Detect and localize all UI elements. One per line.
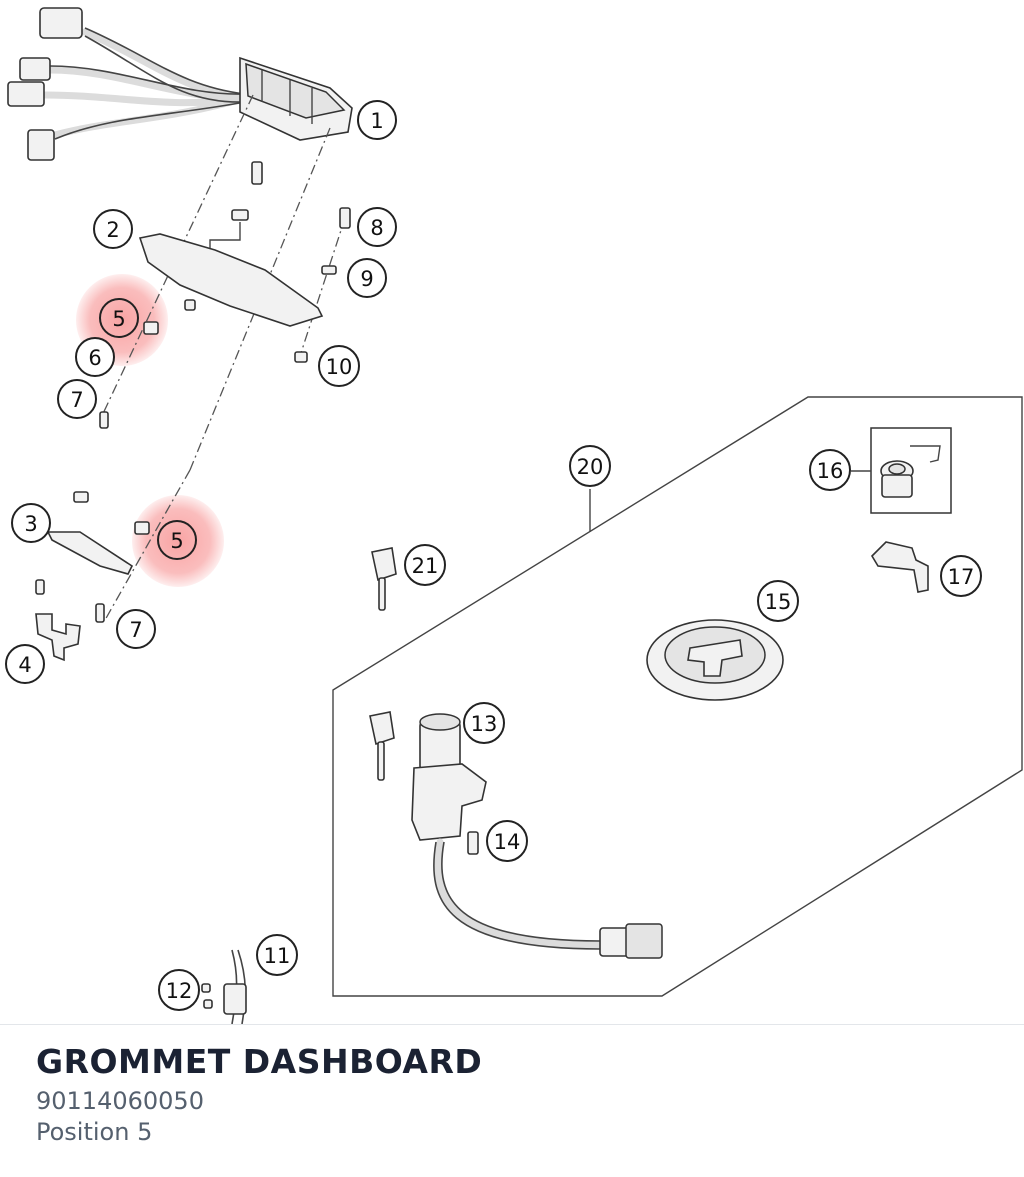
fuel-cap [646,619,784,701]
callout-20: 20 [569,445,611,487]
svg-text:7: 7 [70,388,83,412]
callout-11: 11 [256,934,298,976]
callout-16: 16 [809,449,851,491]
info-divider [0,1024,1024,1025]
callout-10: 10 [318,345,360,387]
key-21 [371,547,397,611]
svg-text:14: 14 [494,830,521,854]
callout-7-lower: 7 [116,609,156,649]
callout-5-lower: 5 [157,520,197,560]
mounting-clip [35,613,81,662]
callout-5-upper: 5 [99,298,139,338]
small-fasteners [35,161,479,855]
lock-cylinder-box [851,427,952,514]
svg-text:5: 5 [170,529,183,553]
svg-text:5: 5 [112,307,125,331]
svg-text:11: 11 [264,944,291,968]
svg-text:10: 10 [326,355,353,379]
exploded-parts-diagram: 1 2 3 4 5 5 6 7 7 8 9 10 11 12 13 14 15 … [5,7,1023,1024]
svg-text:2: 2 [106,218,119,242]
svg-text:8: 8 [370,216,383,240]
ignition-lock [369,711,663,959]
svg-text:6: 6 [88,346,101,370]
callout-4: 4 [5,644,45,684]
dashboard-unit [239,56,353,141]
callout-17: 17 [940,555,982,597]
svg-text:3: 3 [24,512,37,536]
callout-9: 9 [347,258,387,298]
callout-12: 12 [158,969,200,1011]
svg-text:4: 4 [18,653,31,677]
svg-text:9: 9 [360,267,373,291]
svg-text:1: 1 [370,109,383,133]
callout-3: 3 [11,503,51,543]
callout-21: 21 [404,544,446,586]
holder-plate [46,531,134,575]
cable-tie-assembly [201,949,247,1024]
svg-text:16: 16 [817,459,844,483]
callout-6: 6 [75,337,115,377]
callout-8: 8 [357,207,397,247]
callout-2: 2 [93,209,133,249]
svg-text:21: 21 [412,554,439,578]
wiring-harness [7,7,249,161]
part-number: 90114060050 [36,1087,204,1115]
part-name: GROMMET DASHBOARD [36,1042,483,1081]
svg-text:20: 20 [577,455,604,479]
part-position: Position 5 [36,1118,153,1146]
callout-15: 15 [757,580,799,622]
svg-text:13: 13 [471,712,498,736]
lock-kit-outline [332,396,1023,997]
svg-text:7: 7 [129,618,142,642]
callout-7-upper: 7 [57,379,97,419]
highlight-position-5-lower [132,495,224,587]
callout-1: 1 [357,100,397,140]
svg-text:15: 15 [765,590,792,614]
callout-13: 13 [463,702,505,744]
svg-text:17: 17 [948,565,975,589]
svg-text:12: 12 [166,979,193,1003]
dashboard-bracket [138,233,324,327]
callout-14: 14 [486,820,528,862]
lock-bracket [870,541,929,593]
